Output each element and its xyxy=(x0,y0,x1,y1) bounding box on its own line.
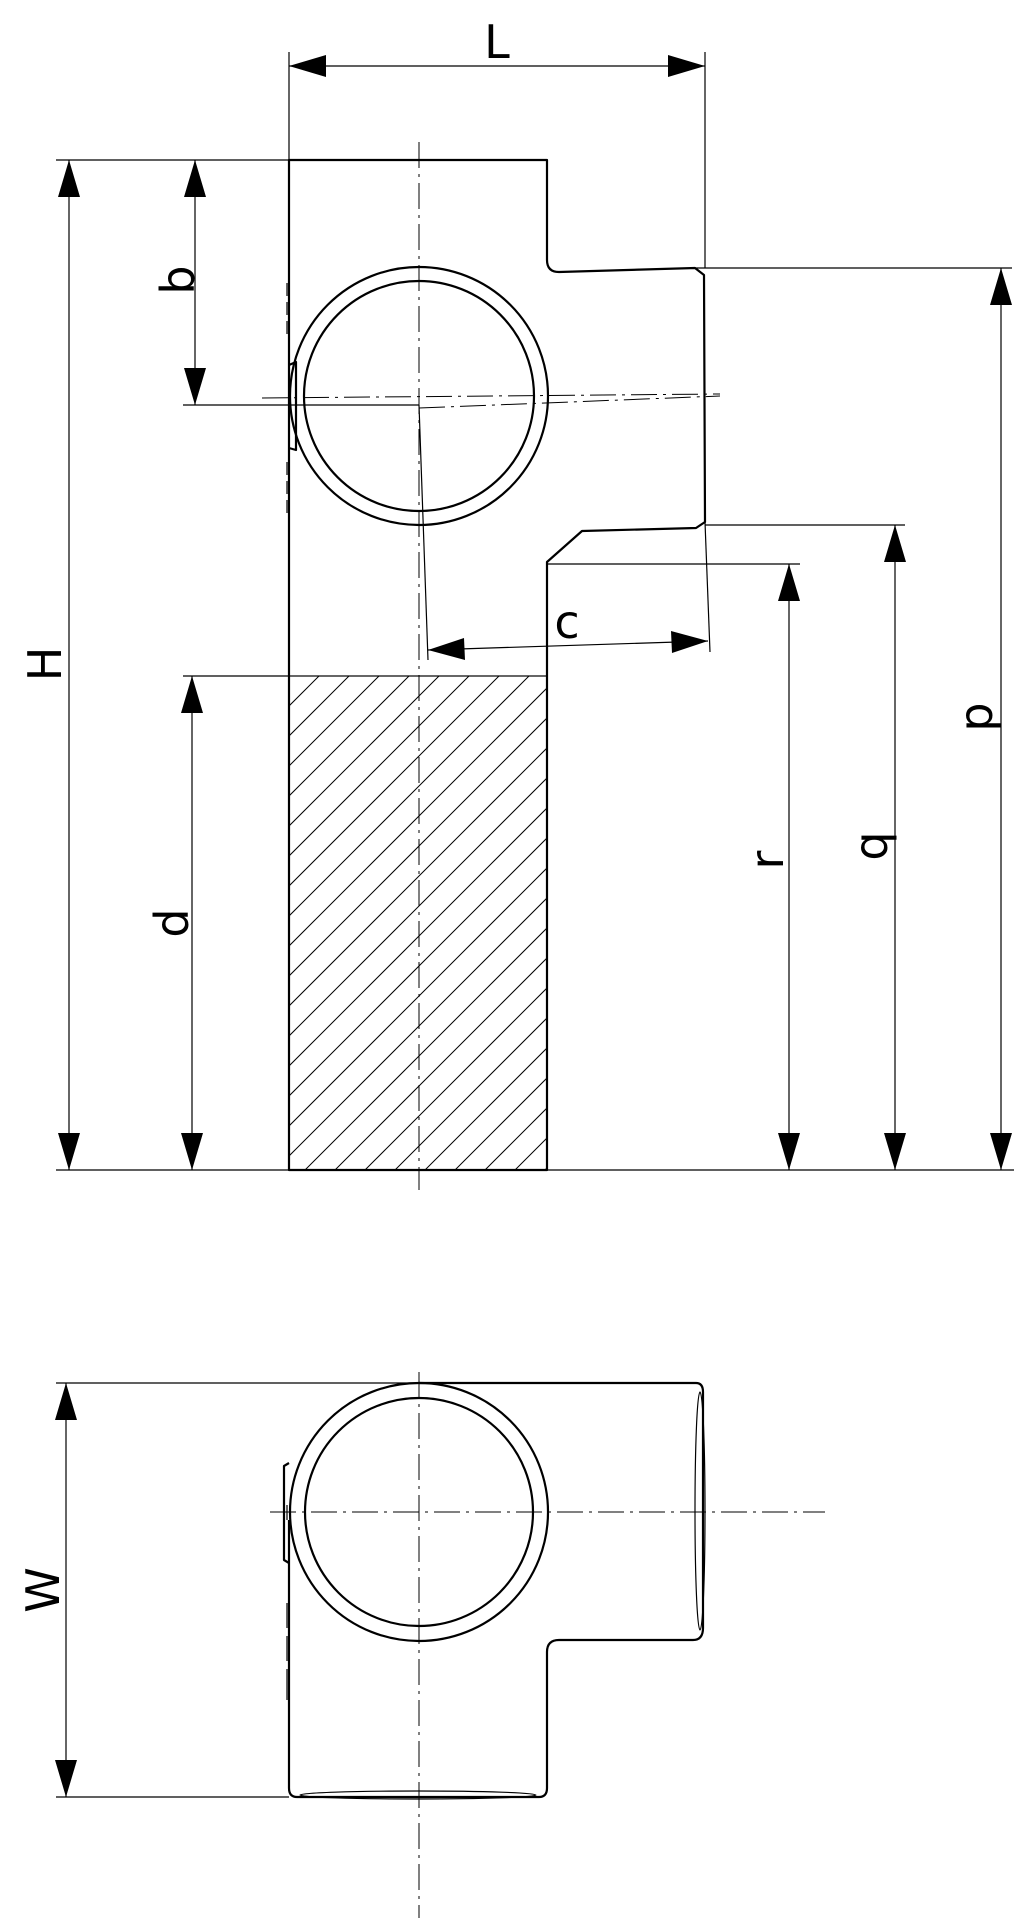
dimension-c: c xyxy=(427,595,709,660)
dimension-r: r xyxy=(740,564,800,1170)
front-view-setscrew-boss xyxy=(288,360,298,452)
front-view-bore-centerline xyxy=(261,393,721,399)
dimension-label-L: L xyxy=(484,15,510,69)
dimension-H: H xyxy=(18,160,80,1170)
top-view xyxy=(270,1372,825,1918)
dimension-label-q: q xyxy=(844,831,898,860)
extension-lines xyxy=(56,52,1014,1171)
top-view-right-end-face xyxy=(694,1391,706,1631)
dimension-label-r: r xyxy=(740,850,794,869)
top-view-setscrew-boss xyxy=(282,1462,290,1564)
dimension-d: d xyxy=(145,676,203,1170)
dimension-label-p: p xyxy=(949,702,1003,731)
front-view-dimensions: L H b d c xyxy=(18,15,1014,1171)
front-view-branch-axis xyxy=(418,395,721,409)
dimension-q: q xyxy=(844,525,906,1170)
dimension-p: p xyxy=(949,268,1012,1170)
dimension-W: W xyxy=(16,1383,77,1797)
top-view-body-outline xyxy=(287,1381,705,1799)
dimension-label-H: H xyxy=(18,647,72,682)
dimension-label-b: b xyxy=(151,265,205,294)
dimension-L: L xyxy=(289,15,705,77)
dimension-b: b xyxy=(151,160,206,405)
dimension-label-W: W xyxy=(16,1567,70,1612)
front-view-hatch-pattern xyxy=(289,676,547,1170)
dimension-label-d: d xyxy=(145,908,199,937)
front-view-section-boundary xyxy=(288,675,548,1171)
top-view-bottom-end-face xyxy=(299,1790,537,1800)
front-view-body-outline xyxy=(287,158,707,1172)
front-view xyxy=(261,142,721,1190)
top-view-dimensions: W xyxy=(16,1382,419,1798)
dimension-label-c: c xyxy=(554,595,579,649)
